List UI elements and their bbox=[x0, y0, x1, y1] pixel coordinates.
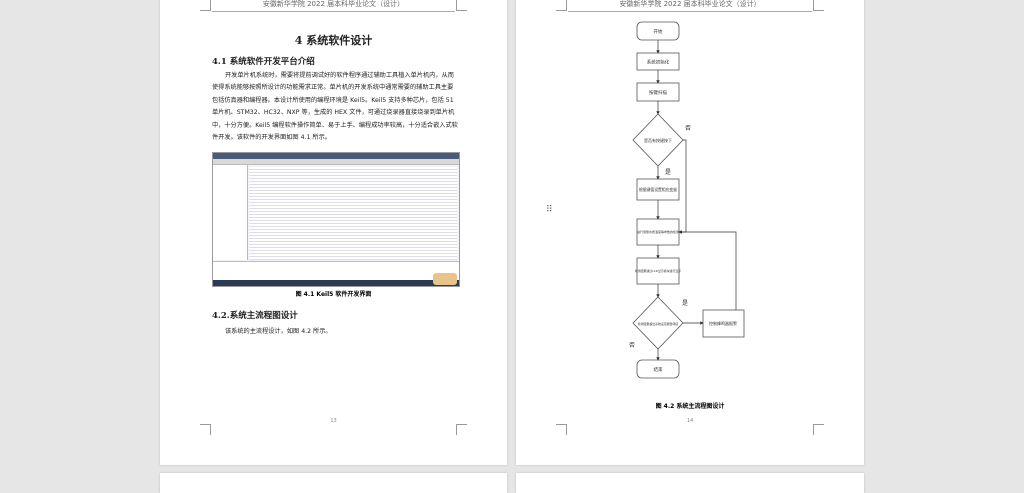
page-number: 13 bbox=[330, 418, 337, 424]
paragraph: 开发单片机系统时，需要将提前调试好的软件程序通过辅助工具植入单片机内，从而使得系… bbox=[212, 72, 458, 142]
margin-mark bbox=[200, 424, 211, 435]
paragraph: 该系统的主流程设计，如图 4.2 所示。 bbox=[225, 328, 332, 335]
yes-label: 是 bbox=[665, 169, 671, 176]
margin-mark bbox=[556, 424, 567, 435]
figure-caption: 图 4.2 系统主流程图设计 bbox=[655, 403, 725, 410]
display-label: 检测结果通过LCD显示模块进行显示 bbox=[635, 268, 681, 273]
margin-mark bbox=[556, 0, 567, 11]
page-header: 安徽新华学院 2022 届本科毕业论文（设计） bbox=[619, 0, 761, 8]
scan-label: 按键扫描 bbox=[649, 89, 667, 96]
page-16 bbox=[516, 473, 864, 493]
margin-mark bbox=[813, 424, 824, 435]
header-rule bbox=[568, 11, 812, 12]
decision2-label: 检测结果超出系统设定报警阈值 bbox=[638, 321, 679, 326]
no-label: 否 bbox=[685, 125, 691, 132]
page-number: 14 bbox=[686, 418, 694, 424]
margin-mark bbox=[456, 424, 467, 435]
section-title: 4.2.系统主流程图设计 bbox=[212, 311, 298, 321]
page-13: 安徽新华学院 2022 届本科毕业论文（设计） 4 系统软件设计 4.1 系统软… bbox=[160, 0, 507, 465]
margin-mark bbox=[813, 0, 824, 11]
section-title: 4.1 系统软件开发平台介绍 bbox=[212, 57, 315, 67]
margin-mark bbox=[456, 0, 467, 11]
figure-caption: 图 4.1 Keil5 软件开发界面 bbox=[295, 291, 372, 298]
decision1-label: 是否有按键按下 bbox=[644, 137, 672, 143]
page-14: 安徽新华学院 2022 届本科毕业论文（设计） 开始 系统初始化 按键扫描 是否… bbox=[516, 0, 864, 465]
init-label: 系统初始化 bbox=[647, 59, 670, 66]
yes-label: 是 bbox=[682, 300, 688, 307]
alarm-label: 控制蜂鸣器报警 bbox=[709, 320, 737, 326]
alarm-node bbox=[702, 309, 745, 338]
header-rule bbox=[212, 11, 455, 12]
page-15 bbox=[160, 473, 507, 493]
chapter-title: 4 系统软件设计 bbox=[294, 34, 373, 47]
set-var-label: 根据键值设置相应变量 bbox=[639, 187, 677, 192]
end-label: 结束 bbox=[654, 366, 663, 373]
no-label: 否 bbox=[629, 342, 635, 349]
flowchart: 开始 系统初始化 按键扫描 是否有按键按下 根据键值设置相应变量 进行测量水质温… bbox=[629, 21, 745, 379]
measure-label: 进行测量水质温度等参数的检测 bbox=[637, 229, 679, 234]
margin-mark bbox=[200, 0, 211, 11]
flow-arrows bbox=[656, 40, 737, 361]
drag-handle-icon[interactable]: ⠿ bbox=[546, 205, 553, 215]
start-label: 开始 bbox=[654, 28, 663, 35]
keil5-screenshot-image bbox=[212, 152, 460, 287]
page-header: 安徽新华学院 2022 届本科毕业论文（设计） bbox=[262, 0, 405, 8]
